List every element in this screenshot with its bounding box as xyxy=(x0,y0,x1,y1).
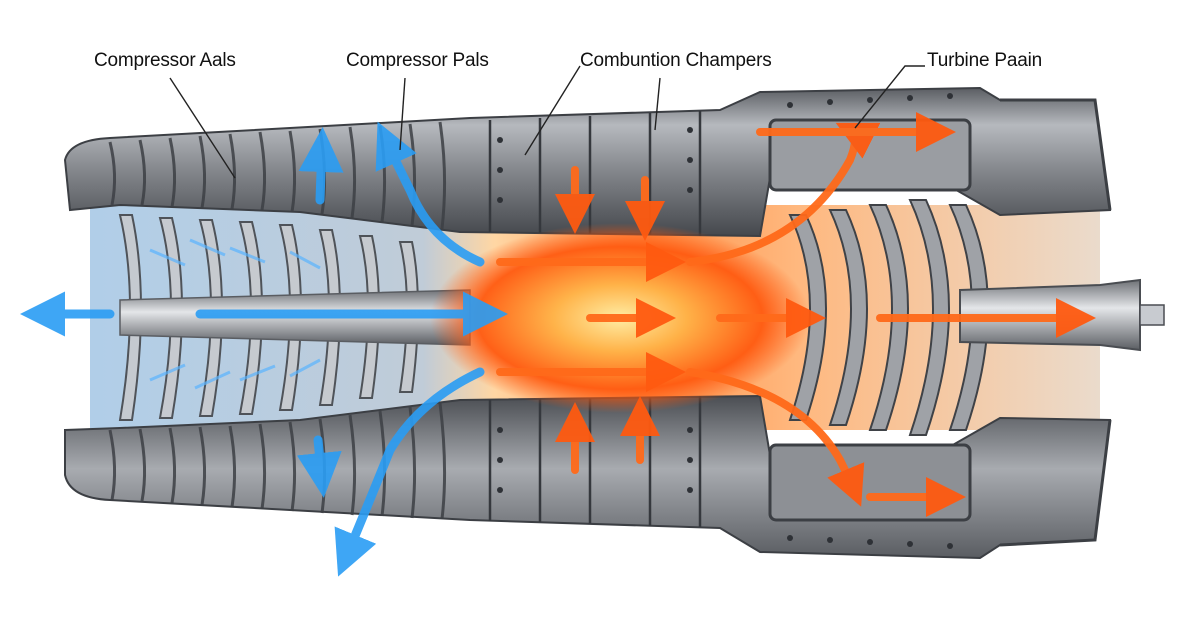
leader-turbine xyxy=(854,65,925,129)
cold-air-flow xyxy=(20,121,508,577)
hot-arrow-curve-up xyxy=(686,122,881,266)
compressor-casing-ribs xyxy=(108,121,447,520)
bypass-air-arrow-down xyxy=(334,367,485,577)
inlet-air-arrow-down xyxy=(296,435,342,498)
leader-combustion-2 xyxy=(654,77,661,131)
inlet-air-arrow-up xyxy=(298,127,344,205)
casing-bolts xyxy=(497,93,953,549)
leader-combustion xyxy=(524,65,581,156)
shaft-tip xyxy=(1139,304,1165,326)
label-combustion-chamber: Combuntion Champers xyxy=(580,50,772,71)
label-compressor-axis: Compressor Aals xyxy=(94,50,236,71)
label-leader-lines xyxy=(169,65,925,179)
hot-arrow-curve-down xyxy=(686,368,865,507)
turbine-blades xyxy=(788,199,989,436)
label-turbine: Turbine Paain xyxy=(927,50,1042,71)
label-compressor-parts: Compressor Pals xyxy=(346,50,489,71)
bypass-air-arrow-up xyxy=(375,121,485,267)
leader-compressor-axis xyxy=(169,77,236,179)
leader-compressor-parts xyxy=(399,77,406,151)
hot-gas-flow xyxy=(496,112,1096,517)
cold-air-streaks xyxy=(149,238,321,390)
